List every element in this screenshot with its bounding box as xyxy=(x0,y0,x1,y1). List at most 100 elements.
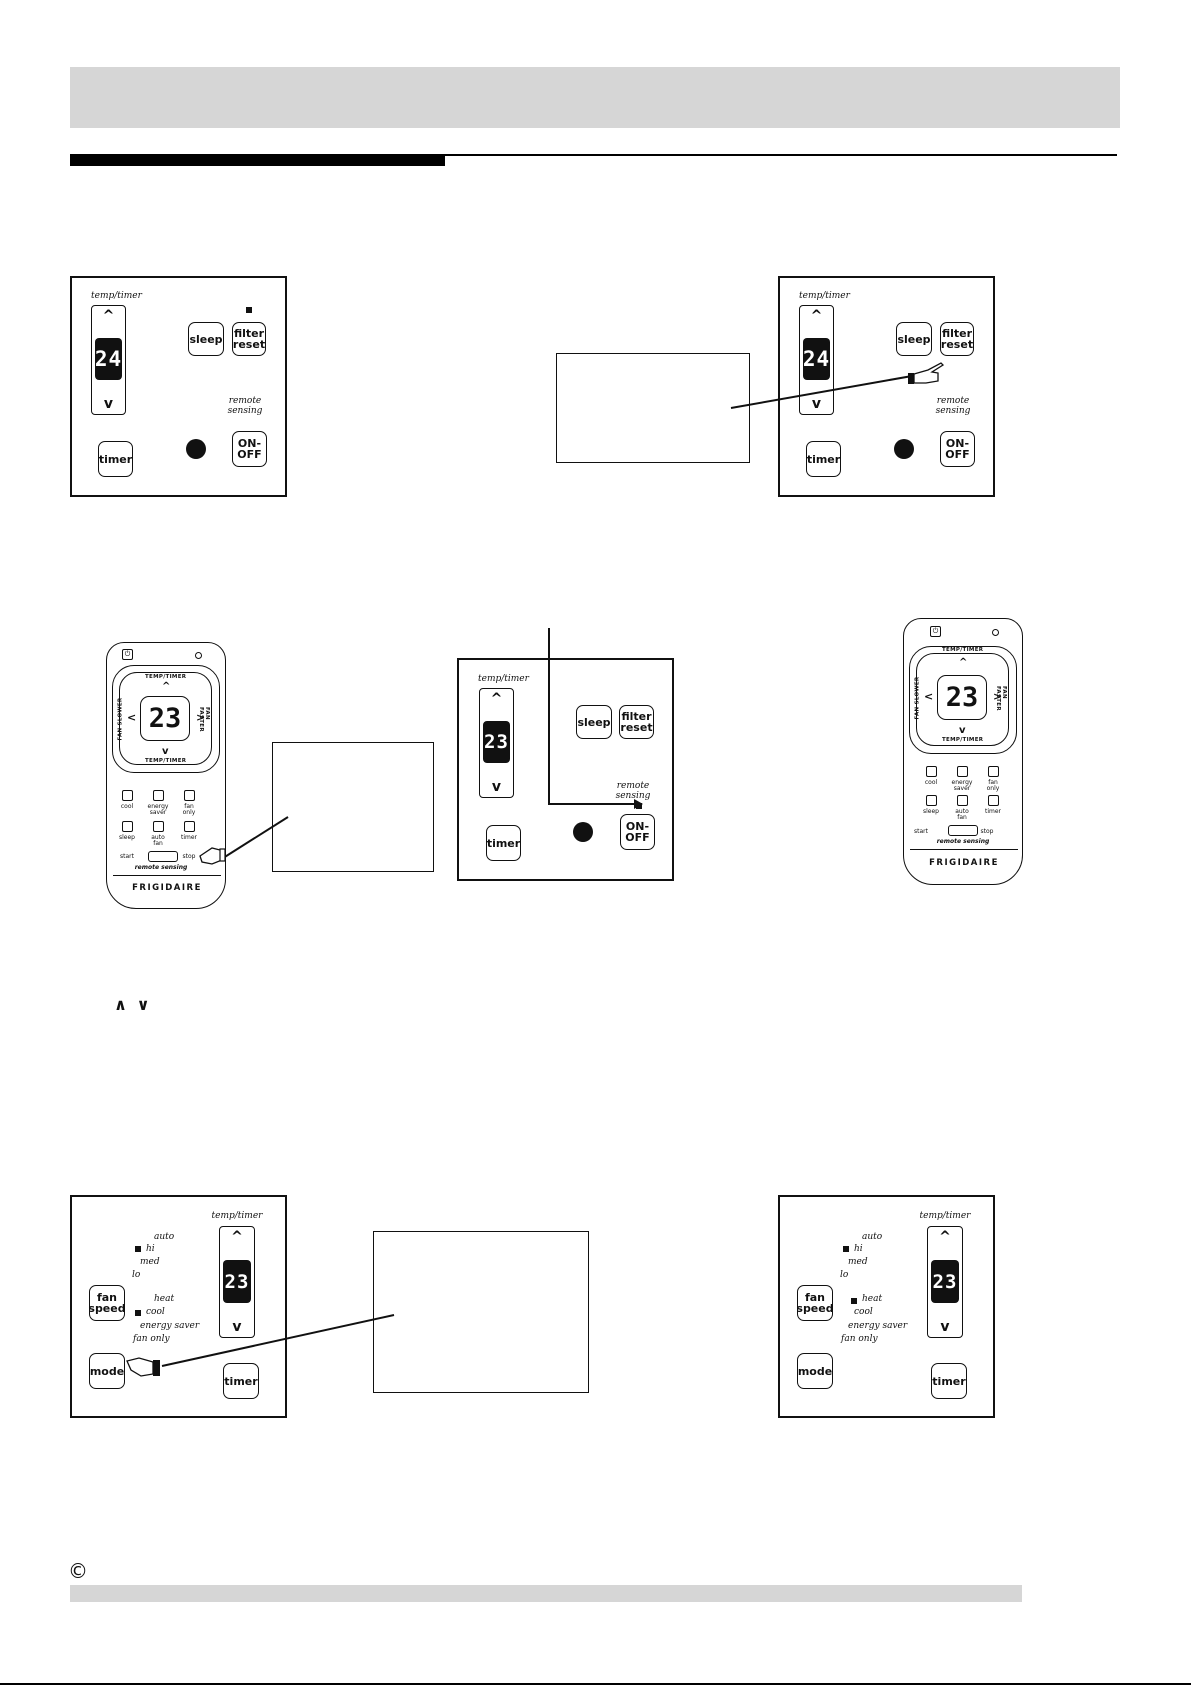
energy-saver-button[interactable] xyxy=(957,766,968,777)
dpad-left-arrow[interactable]: < xyxy=(127,711,137,724)
dpad-up-arrow[interactable]: ^ xyxy=(959,657,968,668)
led-icon xyxy=(992,629,999,636)
mode-button[interactable]: mode xyxy=(797,1353,833,1389)
start-label: start xyxy=(914,828,928,835)
timer-button[interactable]: timer xyxy=(223,1363,259,1399)
dpad-inner xyxy=(916,653,1009,746)
temp-up-arrow[interactable]: ^ xyxy=(102,308,115,324)
temp-up-arrow[interactable]: ^ xyxy=(939,1229,951,1245)
header-band xyxy=(70,67,1120,128)
dpad-right-arrow[interactable]: > xyxy=(196,711,206,724)
dpad-right-arrow[interactable]: > xyxy=(993,690,1003,703)
mode-button[interactable]: mode xyxy=(89,1353,125,1389)
dpad-up-arrow[interactable]: ^ xyxy=(162,681,171,692)
pointing-hand-icon xyxy=(199,847,226,865)
pointing-hand-icon xyxy=(908,362,945,384)
timer-label: timer xyxy=(180,834,198,841)
energy-saver-label: energy saver xyxy=(147,803,169,816)
dpad-left-arrow[interactable]: < xyxy=(924,690,934,703)
temp-down-arrow[interactable]: v xyxy=(103,396,114,412)
start-stop-button[interactable] xyxy=(948,825,978,836)
fan-only-button[interactable] xyxy=(184,790,195,801)
sensor-dot xyxy=(573,822,593,842)
timer-button[interactable]: timer xyxy=(806,441,841,477)
temp-down-arrow[interactable]: v xyxy=(940,1319,950,1335)
dpad-label-bottom: TEMP/TIMER xyxy=(942,737,984,743)
on-off-button[interactable]: ON- OFF xyxy=(232,431,267,467)
mode-option-heat: heat xyxy=(154,1294,175,1304)
callout-box-1 xyxy=(556,353,750,463)
timer-button[interactable]: timer xyxy=(98,441,133,477)
temp-timer-label: temp/timer xyxy=(211,1211,263,1221)
filter-reset-button[interactable]: filter reset xyxy=(619,705,654,739)
on-off-button[interactable]: ON- OFF xyxy=(940,431,975,467)
dpad-down-arrow[interactable]: v xyxy=(162,746,169,757)
mode-option-cool: cool xyxy=(854,1307,873,1317)
sleep-button[interactable] xyxy=(926,795,937,806)
cool-label: cool xyxy=(120,803,134,810)
sleep-button[interactable]: sleep xyxy=(896,322,932,356)
fan-speed-button[interactable]: fan speed xyxy=(88,1285,126,1321)
start-label: start xyxy=(120,853,134,860)
start-stop-button[interactable] xyxy=(148,851,178,862)
energy-saver-label: energy saver xyxy=(951,779,973,792)
temp-up-arrow[interactable]: ^ xyxy=(490,691,503,707)
sensor-dot xyxy=(894,439,914,459)
temp-down-arrow[interactable]: v xyxy=(232,1319,242,1335)
filter-reset-button[interactable]: filter reset xyxy=(232,322,266,356)
fan-hi-indicator xyxy=(135,1246,141,1252)
dpad-down-arrow[interactable]: v xyxy=(959,725,966,736)
timer-button[interactable]: timer xyxy=(931,1363,967,1399)
temp-timer-box: ^ 23 v xyxy=(219,1226,255,1338)
temp-up-arrow[interactable]: ^ xyxy=(810,308,823,324)
fan-speed-button[interactable]: fan speed xyxy=(796,1285,834,1321)
sleep-label: sleep xyxy=(119,834,135,841)
on-off-button[interactable]: ON- OFF xyxy=(620,814,655,850)
cool-button[interactable] xyxy=(926,766,937,777)
filter-reset-button[interactable]: filter reset xyxy=(940,322,974,356)
sleep-button[interactable] xyxy=(122,821,133,832)
temp-display: 23 xyxy=(483,721,510,763)
temp-down-arrow[interactable]: v xyxy=(811,396,822,412)
power-icon[interactable]: ⏻ xyxy=(122,649,133,660)
power-icon[interactable]: ⏻ xyxy=(930,626,941,637)
auto-fan-label: auto fan xyxy=(955,808,969,821)
temp-up-arrow[interactable]: ^ xyxy=(231,1229,243,1245)
fan-only-label: fan only xyxy=(986,779,1000,792)
timer-button[interactable] xyxy=(988,795,999,806)
fan-option-auto: auto xyxy=(862,1232,883,1242)
dpad-label-top: TEMP/TIMER xyxy=(942,647,984,653)
temp-timer-box: ^ 24 v xyxy=(91,305,126,415)
page-bottom-line xyxy=(0,1683,1191,1685)
dpad-outer: TEMP/TIMER ^ 23 < > v TEMP/TIMER FAN SLO… xyxy=(909,646,1017,754)
section-rule-thin xyxy=(445,154,1117,156)
mode-cool-indicator xyxy=(135,1310,141,1316)
temp-timer-label: temp/timer xyxy=(478,674,529,684)
arrowhead xyxy=(634,799,643,809)
sleep-button[interactable]: sleep xyxy=(188,322,224,356)
remote-sensing-label: remote sensing xyxy=(227,396,263,416)
leader-line-3 xyxy=(548,628,634,805)
fan-option-med: med xyxy=(848,1257,868,1267)
timer-button[interactable]: timer xyxy=(486,825,521,861)
remote-display: 23 xyxy=(937,675,987,720)
fan-option-auto: auto xyxy=(154,1232,175,1242)
auto-fan-button[interactable] xyxy=(153,821,164,832)
temp-down-arrow[interactable]: v xyxy=(491,779,502,795)
timer-button[interactable] xyxy=(184,821,195,832)
remote-sensing-label: remote sensing xyxy=(615,781,651,801)
cool-button[interactable] xyxy=(122,790,133,801)
remote-sensing-label: remote sensing xyxy=(935,396,971,416)
mode-option-fan-only: fan only xyxy=(841,1334,878,1344)
auto-fan-button[interactable] xyxy=(957,795,968,806)
fan-option-lo: lo xyxy=(840,1270,849,1280)
sleep-button[interactable]: sleep xyxy=(576,705,612,739)
fan-only-button[interactable] xyxy=(988,766,999,777)
callout-box-2 xyxy=(272,742,434,872)
fan-option-lo: lo xyxy=(132,1270,141,1280)
mode-option-heat: heat xyxy=(862,1294,883,1304)
fan-only-label: fan only xyxy=(182,803,196,816)
control-panel-4: temp/timer ^ 23 v auto hi med lo fan spe… xyxy=(70,1195,287,1418)
energy-saver-button[interactable] xyxy=(153,790,164,801)
control-panel-2: temp/timer ^ 24 v sleep filter reset rem… xyxy=(778,276,995,497)
